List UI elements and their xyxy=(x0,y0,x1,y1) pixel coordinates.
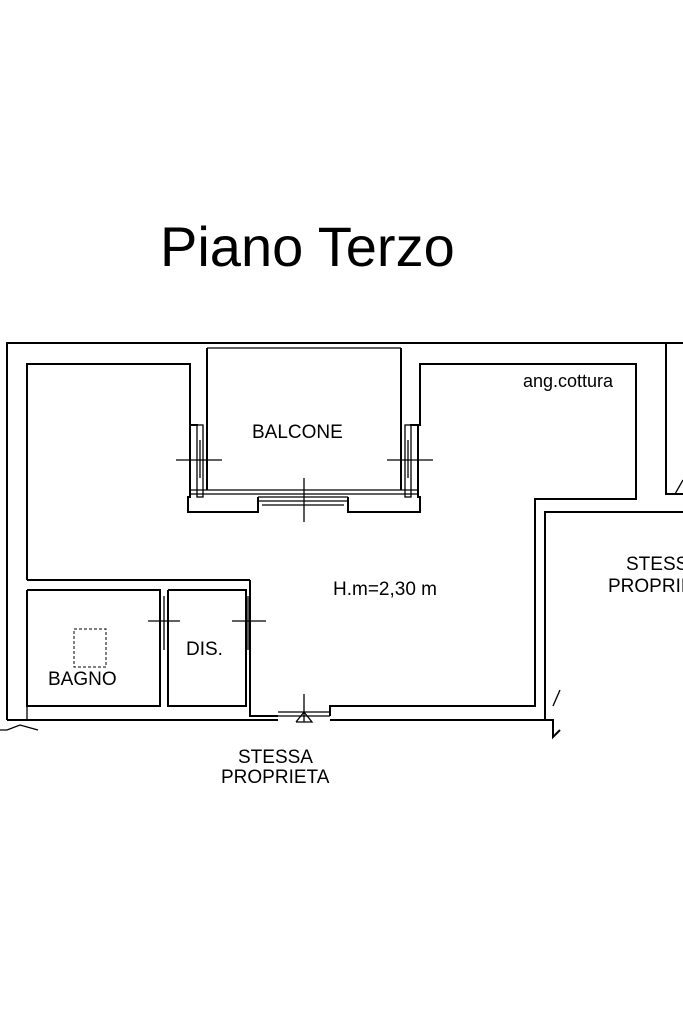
neighbour-label-bottom-line1: STESSA xyxy=(238,747,313,768)
room-label-bathroom: BAGNO xyxy=(48,669,117,690)
neighbour-label-right-line1: STESSA xyxy=(626,554,683,575)
room-height-label: H.m=2,30 m xyxy=(333,579,437,600)
room-label-hallway: DIS. xyxy=(186,639,223,660)
shower-fixture xyxy=(73,628,107,668)
room-label-balcone: BALCONE xyxy=(252,422,343,443)
room-label-kitchen-corner: ang.cottura xyxy=(523,371,614,391)
doors xyxy=(148,440,433,723)
neighbour-label-bottom-line2: PROPRIETA xyxy=(221,767,330,788)
plan-title: Piano Terzo xyxy=(160,215,455,278)
neighbour-label-right-line2: PROPRIETA xyxy=(608,576,683,597)
